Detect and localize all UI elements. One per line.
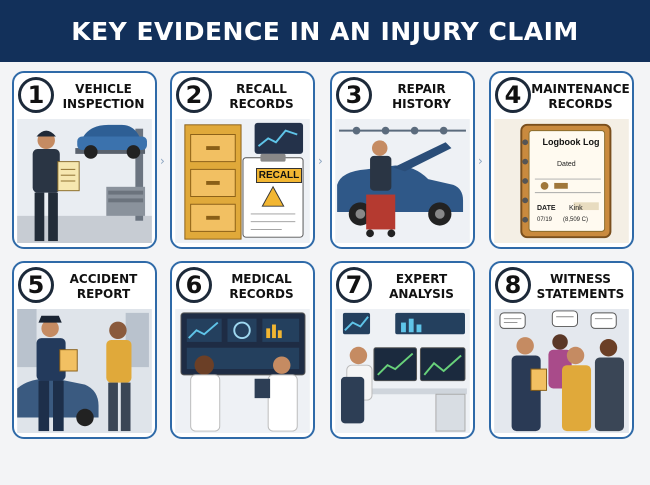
step-number: 6 [176,267,212,303]
step-number: 4 [495,77,531,113]
page-title: KEY EVIDENCE IN AN INJURY CLAIM [71,16,579,46]
logbook-title: Logbook Log [542,137,600,147]
mechanic-inspecting-car-icon [17,119,152,243]
repair-car-icon [335,119,470,243]
arrow-right-icon: › [160,154,165,168]
arrow-right-icon: › [318,154,323,168]
step-number: 1 [18,77,54,113]
logbook-row-value: (8,509 C) [563,217,589,223]
logbook-kink-header: Kink [569,205,583,212]
step-number: 3 [336,77,372,113]
witness-group-icon [494,309,629,433]
police-officer-icon [17,309,152,433]
step-number: 5 [18,267,54,303]
arrow-right-icon: › [478,154,483,168]
logbook-dated-label: Dated [557,161,576,168]
logbook-row-date: 07/19 [537,217,553,223]
recall-badge: RECALL [256,168,302,183]
analyst-workstation-icon [335,309,470,433]
step-number: 8 [495,267,531,303]
logbook-date-header: DATE [537,205,556,212]
header-banner: KEY EVIDENCE IN AN INJURY CLAIM [0,0,650,62]
step-number: 2 [176,77,212,113]
logbook-icon [494,119,629,243]
step-number: 7 [336,267,372,303]
doctor-icon [175,309,310,433]
